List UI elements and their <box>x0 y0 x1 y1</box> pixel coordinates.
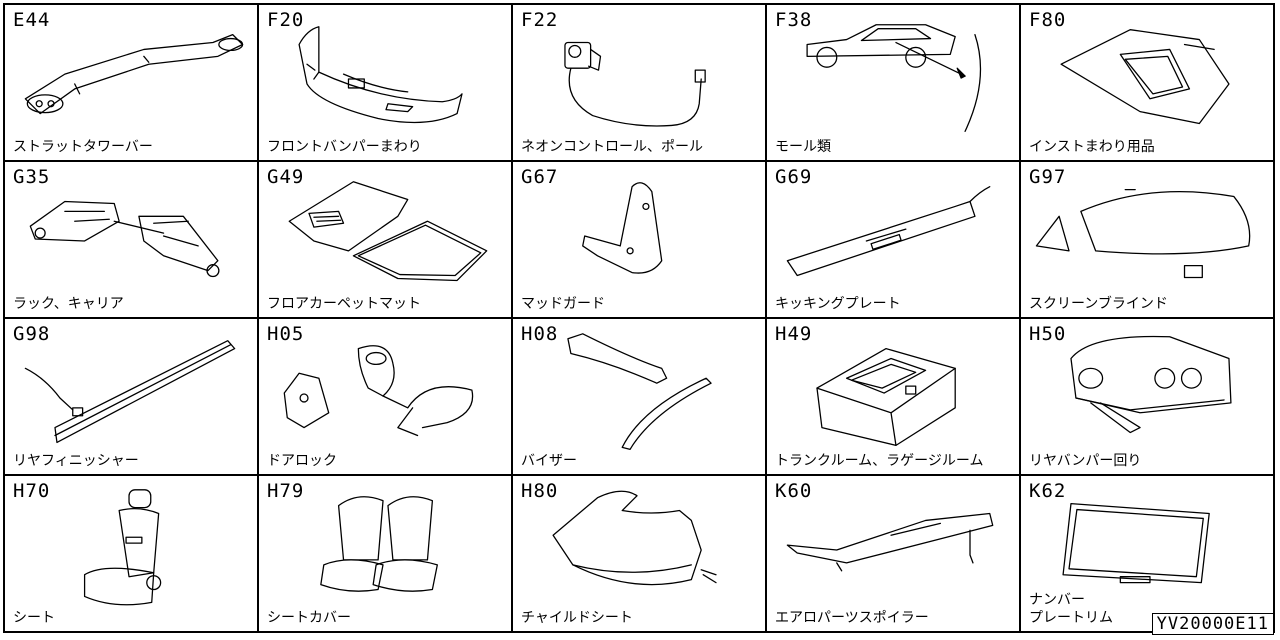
category-cell-h08[interactable]: H08 バイザー <box>513 319 767 476</box>
category-name: ストラットタワーバー <box>13 139 153 155</box>
strut-tower-bar-illustration <box>24 33 244 115</box>
mud-guard-illustration <box>582 182 663 274</box>
screen-blind-illustration <box>1035 189 1251 279</box>
category-name: エアロパーツスポイラー <box>775 610 929 626</box>
category-name: リヤフィニッシャー <box>13 453 139 469</box>
front-bumper-illustration <box>298 26 463 124</box>
category-name: マッドガード <box>521 296 605 312</box>
category-code: G49 <box>267 166 305 188</box>
category-code: H79 <box>267 480 305 502</box>
console-trim-illustration <box>1060 29 1230 125</box>
category-name: トランクルーム、ラゲージルーム <box>775 453 984 469</box>
category-code: G35 <box>13 166 51 188</box>
door-lock-illustration <box>283 345 474 437</box>
category-code: K60 <box>775 480 813 502</box>
floor-mat-illustration <box>288 181 488 282</box>
category-name: シートカバー <box>267 610 351 626</box>
category-code: G97 <box>1029 166 1067 188</box>
category-code: F80 <box>1029 9 1067 31</box>
category-name: モール類 <box>775 139 831 155</box>
kicking-plate-illustration <box>786 186 991 277</box>
category-code: F38 <box>775 9 813 31</box>
category-code: H70 <box>13 480 51 502</box>
category-name: キッキングプレート <box>775 296 901 312</box>
reference-code-label: YV20000E11 <box>1151 613 1274 635</box>
category-code: E44 <box>13 9 51 31</box>
seat-cover-illustration <box>320 496 438 592</box>
category-name: バイザー <box>521 453 577 469</box>
category-code: G69 <box>775 166 813 188</box>
neon-control-illustration <box>564 41 706 127</box>
category-cell-g49[interactable]: G49 フロアカーペットマット <box>259 162 513 319</box>
category-code: F22 <box>521 9 559 31</box>
trunk-box-illustration <box>816 347 956 447</box>
category-cell-g67[interactable]: G67 マッドガード <box>513 162 767 319</box>
category-cell-f38[interactable]: F38 モール類 <box>767 5 1021 162</box>
spoiler-illustration <box>786 512 994 572</box>
category-name: フロントバンパーまわり <box>267 139 422 155</box>
category-code: H49 <box>775 323 813 345</box>
category-cell-h49[interactable]: H49 トランクルーム、ラゲージルーム <box>767 319 1021 476</box>
visor-illustration <box>567 333 712 450</box>
category-cell-h79[interactable]: H79 シートカバー <box>259 476 513 633</box>
seat-illustration <box>83 489 162 606</box>
category-cell-k62[interactable]: K62 ナンバー プレートリム <box>1021 476 1275 633</box>
category-code: K62 <box>1029 480 1067 502</box>
category-name: チャイルドシート <box>521 610 633 626</box>
category-name: ネオンコントロール、ポール <box>521 139 703 155</box>
category-cell-h50[interactable]: H50 リヤバンパー回り <box>1021 319 1275 476</box>
category-name: フロアカーペットマット <box>267 296 421 312</box>
category-cell-h05[interactable]: H05 ドアロック <box>259 319 513 476</box>
number-plate-rim-illustration <box>1062 503 1210 584</box>
category-name: ナンバー プレートリム <box>1029 592 1113 626</box>
category-name: ラック、キャリア <box>13 296 124 312</box>
category-name: スクリーンブラインド <box>1029 296 1168 312</box>
category-cell-g35[interactable]: G35 ラック、キャリア <box>5 162 259 319</box>
category-cell-h70[interactable]: H70 シート <box>5 476 259 633</box>
category-cell-f22[interactable]: F22 ネオンコントロール、ポール <box>513 5 767 162</box>
category-name: シート <box>13 610 55 626</box>
molding-car-illustration <box>806 24 982 133</box>
rear-bumper-illustration <box>1070 335 1232 434</box>
category-name: リヤバンパー回り <box>1029 453 1142 469</box>
category-cell-g69[interactable]: G69 キッキングプレート <box>767 162 1021 319</box>
category-code: H50 <box>1029 323 1067 345</box>
category-cell-f80[interactable]: F80 インストまわり用品 <box>1021 5 1275 162</box>
category-cell-e44[interactable]: E44 ストラットタワーバー <box>5 5 259 162</box>
category-code: F20 <box>267 9 305 31</box>
category-cell-k60[interactable]: K60 エアロパーツスポイラー <box>767 476 1021 633</box>
parts-category-grid: E44 ストラットタワーバー F20 フロントバンパーまわり F22 <box>3 3 1275 633</box>
category-cell-f20[interactable]: F20 フロントバンパーまわり <box>259 5 513 162</box>
category-code: H08 <box>521 323 559 345</box>
category-code: H80 <box>521 480 559 502</box>
category-cell-g97[interactable]: G97 スクリーンブラインド <box>1021 162 1275 319</box>
category-cell-h80[interactable]: H80 チャイルドシート <box>513 476 767 633</box>
rack-carrier-illustration <box>29 200 220 278</box>
category-name: ドアロック <box>267 453 337 469</box>
child-seat-illustration <box>552 490 717 586</box>
category-cell-g98[interactable]: G98 リヤフィニッシャー <box>5 319 259 476</box>
category-code: G98 <box>13 323 51 345</box>
category-code: G67 <box>521 166 559 188</box>
rear-finisher-illustration <box>24 340 236 444</box>
category-code: H05 <box>267 323 305 345</box>
category-name: インストまわり用品 <box>1029 139 1155 155</box>
